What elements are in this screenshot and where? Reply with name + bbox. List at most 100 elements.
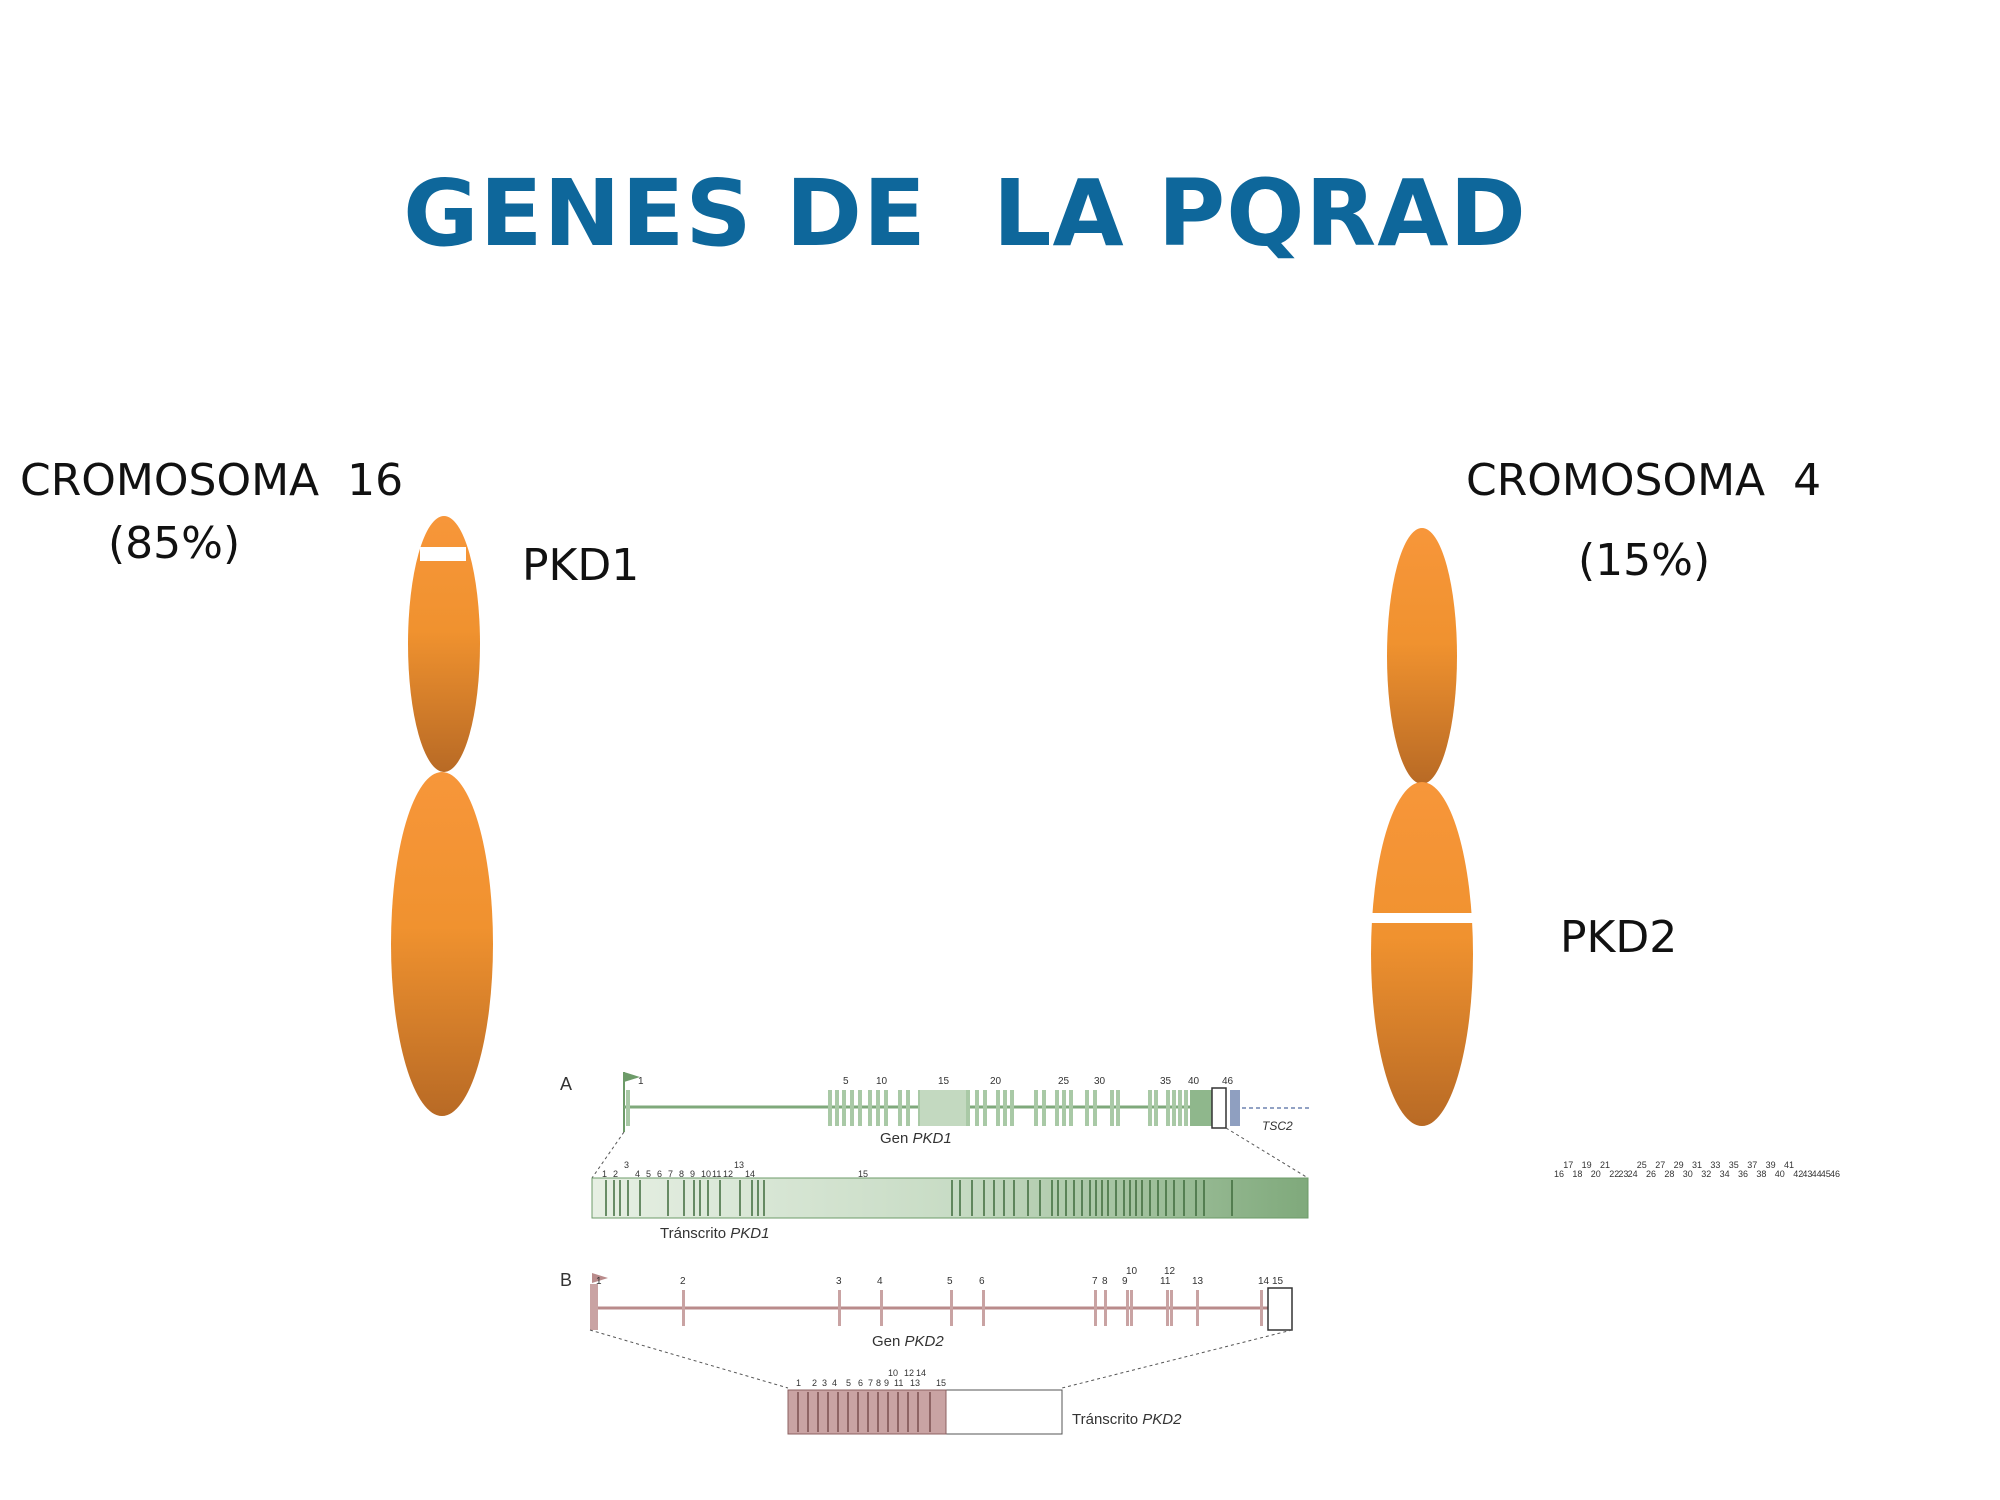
pkd1-transcript-exon-number: 17 <box>1563 1160 1573 1170</box>
pkd1-exon <box>1093 1090 1097 1126</box>
pkd1-gene-exon-number: 10 <box>876 1076 888 1087</box>
pkd1-transcript-exon-number: 27 <box>1655 1160 1665 1170</box>
chromosome-4-icon <box>1368 528 1478 1126</box>
pkd1-exon <box>996 1090 1000 1126</box>
pkd2-gene-exon-number: 10 <box>1126 1266 1138 1277</box>
pkd1-exon <box>858 1090 862 1126</box>
pkd1-exon <box>983 1090 987 1126</box>
pkd1-transcript-exon-number: 20 <box>1591 1169 1601 1179</box>
pkd1-zoom-right-line <box>1225 1127 1309 1179</box>
pkd1-transcript-exon-number: 44 <box>1812 1169 1822 1179</box>
pkd1-exon <box>1154 1090 1158 1126</box>
chromosome-4-label: CROMOSOMA 4 <box>1466 455 1822 506</box>
pkd1-exon <box>850 1090 854 1126</box>
pkd2-transcript-exon-number: 13 <box>910 1378 920 1388</box>
pkd2-utr-box <box>1267 1287 1293 1331</box>
pkd1-transcript-exon-number: 24 <box>1628 1169 1638 1179</box>
pkd1-transcript-exon-number: 4 <box>635 1169 640 1179</box>
pkd1-exon <box>898 1090 902 1126</box>
pkd2-transcript-exon-number: 5 <box>846 1378 851 1388</box>
panel-a-letter: A <box>560 1074 572 1094</box>
pkd1-gene-exon-number: 35 <box>1160 1076 1172 1087</box>
pkd2-transcript-exon-number: 10 <box>888 1368 898 1378</box>
pkd1-transcript-exon-number: 14 <box>745 1169 755 1179</box>
chromosome-4-percent: (15%) <box>1578 535 1711 586</box>
pkd1-transcript-exon-number: 41 <box>1784 1160 1794 1170</box>
pkd1-transcript-exon-number: 16 <box>1554 1169 1564 1179</box>
pkd2-gene-exon-number: 3 <box>836 1276 842 1287</box>
pkd2-exon <box>1166 1290 1169 1326</box>
pkd1-exon <box>828 1090 832 1126</box>
pkd1-transcript-exon-number: 22 <box>1609 1169 1619 1179</box>
pkd1-transcript-exon-number: 5 <box>646 1169 651 1179</box>
pkd1-exon <box>906 1090 910 1126</box>
pkd2-exon <box>982 1290 985 1326</box>
pkd2-transcript-exon-number: 3 <box>822 1378 827 1388</box>
pkd2-label: PKD2 <box>1560 912 1678 963</box>
pkd1-transcript-exon-number: 37 <box>1747 1160 1757 1170</box>
pkd1-transcript-exon-number: 35 <box>1729 1160 1739 1170</box>
pkd2-zoom-left-line <box>589 1329 789 1389</box>
pkd2-exon <box>1094 1290 1097 1326</box>
pkd1-gene-exon-number: 15 <box>938 1076 950 1087</box>
chromosome-16-label: CROMOSOMA 16 <box>20 455 404 506</box>
pkd1-transcript-exon-number: 9 <box>690 1169 695 1179</box>
pkd1-transcript-exon-number: 28 <box>1664 1169 1674 1179</box>
pkd1-exon <box>835 1090 839 1126</box>
pkd1-exon <box>868 1090 872 1126</box>
pkd1-transcript-exon-number: 43 <box>1802 1169 1812 1179</box>
pkd1-gene-exon-number: 25 <box>1058 1076 1070 1087</box>
panel-b-letter: B <box>560 1270 572 1290</box>
pkd1-transcript-exon-number: 13 <box>734 1160 744 1170</box>
pkd1-exon <box>1172 1090 1176 1126</box>
pkd1-exon <box>1062 1090 1066 1126</box>
pkd1-exon <box>966 1090 970 1126</box>
pkd1-exon <box>1085 1090 1089 1126</box>
pkd1-transcript-exon-number: 2 <box>613 1169 618 1179</box>
pkd2-transcript-exon-number: 8 <box>876 1378 881 1388</box>
chromosome-4-long-arm <box>1371 782 1473 1126</box>
pkd1-transcript-exon-number: 7 <box>668 1169 673 1179</box>
chromosome-16-long-arm <box>391 772 493 1116</box>
pkd1-transcript-exon-number: 29 <box>1674 1160 1684 1170</box>
pkd1-label: PKD1 <box>522 540 640 591</box>
pkd2-gene-exon-number: 7 <box>1092 1276 1098 1287</box>
pkd1-transcript-exon-boundaries <box>605 1180 1233 1216</box>
pkd1-gene-caption: Gen PKD1 <box>880 1130 952 1147</box>
pkd2-gene-exon-number: 6 <box>979 1276 985 1287</box>
pkd1-transcript-exon-number: 6 <box>657 1169 662 1179</box>
pkd2-locus-band <box>1368 913 1478 923</box>
pkd1-transcript-exon-number: 30 <box>1683 1169 1693 1179</box>
pkd1-exon <box>884 1090 888 1126</box>
pkd2-transcript-exon-number: 15 <box>936 1378 946 1388</box>
pkd2-transcript-exon-boundaries <box>797 1392 931 1432</box>
pkd2-gene-exon-number: 12 <box>1164 1266 1176 1277</box>
pkd1-gene-exon-number: 30 <box>1094 1076 1106 1087</box>
pkd1-zoom-left-line <box>591 1131 625 1179</box>
pkd1-transcript-exon-number: 26 <box>1646 1169 1656 1179</box>
pkd1-transcript-exon-number: 8 <box>679 1169 684 1179</box>
pkd1-transcript-exon-number: 10 <box>701 1169 711 1179</box>
pkd1-transcript-exon-number: 19 <box>1582 1160 1592 1170</box>
pkd1-transcript-exon-number: 12 <box>723 1169 733 1179</box>
pkd1-gene-exons <box>626 1090 1212 1126</box>
pkd1-transcript-exon-number: 38 <box>1756 1169 1766 1179</box>
pkd2-start-flag-icon <box>592 1273 608 1283</box>
pkd2-gene-exon-number: 4 <box>877 1276 883 1287</box>
pkd1-transcript-exon-number: 31 <box>1692 1160 1702 1170</box>
pkd2-gene-exon-number: 9 <box>1122 1276 1128 1287</box>
pkd2-transcript-exon-number: 6 <box>858 1378 863 1388</box>
pkd1-transcript-exon-number: 45 <box>1821 1169 1831 1179</box>
pkd2-gene-exon-number: 15 <box>1272 1276 1284 1287</box>
pkd1-exon <box>975 1090 979 1126</box>
pkd1-exon <box>1055 1090 1059 1126</box>
pkd1-exon <box>1166 1090 1170 1126</box>
pkd2-gene-exon-number: 14 <box>1258 1276 1270 1287</box>
pkd1-start-flag-icon <box>623 1072 640 1132</box>
pkd1-transcript-exon-number: 23 <box>1618 1169 1628 1179</box>
pkd1-exon <box>1116 1090 1120 1126</box>
pkd1-transcript-exon-number: 32 <box>1701 1169 1711 1179</box>
